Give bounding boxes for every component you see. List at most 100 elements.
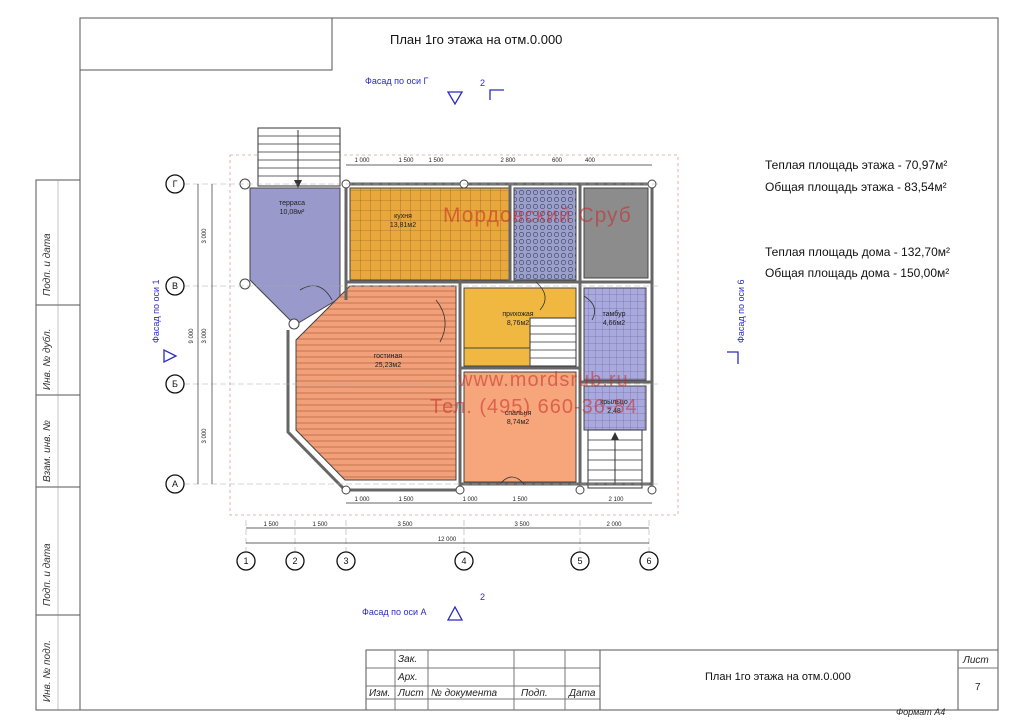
page-title: План 1го этажа на отм.0.000 [390, 32, 563, 47]
dim: 1 500 [512, 497, 528, 503]
room-utility [583, 187, 649, 279]
tb-row-arch: Арх. [398, 672, 418, 683]
room-name: спальня [505, 410, 532, 417]
room-area: 10,08м² [280, 209, 305, 216]
axis-row-g: Г [173, 179, 178, 189]
room-porch [583, 385, 647, 431]
dim: 1 000 [354, 158, 370, 164]
axis-row-v: В [172, 281, 178, 291]
room-name: крыльцо [600, 399, 628, 406]
room-name: терраса [279, 200, 305, 207]
axis-label: 1 [243, 556, 248, 566]
tb-sheet-label: Лист [963, 655, 989, 666]
terrace-stairs [257, 127, 341, 187]
axis-label: 5 [577, 556, 582, 566]
axis-label: 6 [646, 556, 651, 566]
dim-top-2: 1 500 [398, 158, 414, 164]
dim: 1 500 [428, 158, 444, 164]
dim: 2 100 [608, 497, 624, 503]
area-hall: 8,76м2 [507, 320, 529, 327]
room-area: 8,74м2 [507, 419, 529, 426]
dim-top-1: 1 000 [354, 158, 370, 164]
dim: 3 000 [202, 228, 208, 244]
dim: 600 [552, 158, 563, 164]
dim: 3 000 [202, 428, 208, 444]
house-total-area: Общая площадь дома - 150,00м² [765, 266, 950, 280]
house-warm-area: Теплая площадь дома - 132,70м² [765, 245, 950, 259]
label-living: гостиная [374, 353, 403, 360]
room-area: 4,66м2 [603, 320, 625, 327]
dim: 1 500 [398, 158, 414, 164]
axis-col-6: 6 [646, 556, 651, 566]
tb-format: Формат А4 [896, 707, 946, 717]
room-area: 13,81м2 [390, 222, 416, 229]
area-kitchen: 13,81м2 [390, 222, 416, 229]
dim-inner-5: 2 100 [608, 497, 624, 503]
room-area: 2,48 [607, 408, 621, 415]
room-kitchen [349, 187, 511, 281]
dim: 1 000 [462, 497, 478, 503]
dim: 9 000 [189, 328, 195, 344]
room-vestibule [583, 287, 647, 381]
tb-row-zak: Зак. [398, 654, 418, 665]
label-porch: крыльцо [600, 399, 628, 406]
area-living: 25,23м2 [375, 362, 401, 369]
dim: 3 500 [397, 522, 413, 528]
dim-inner-4: 1 500 [512, 497, 528, 503]
facade-g-arrow [446, 91, 464, 106]
dim: 1 500 [398, 497, 414, 503]
dim-bot-2: 1 500 [312, 522, 328, 528]
dim: 2 000 [606, 522, 622, 528]
label-vestibule: тамбур [603, 310, 626, 318]
axis-label: А [172, 479, 178, 489]
axis-row-a: А [172, 479, 178, 489]
dim-top-5: 600 [552, 158, 563, 164]
label-kitchen: кухня [394, 213, 412, 220]
area-vestibule: 4,66м2 [603, 320, 625, 327]
watermark-name: Мордовский Сруб [443, 204, 632, 227]
watermark-site: www.mordsrub.ru [458, 369, 629, 391]
dim-top-6: 400 [585, 158, 596, 164]
dim: 400 [585, 158, 596, 164]
room-name: кухня [394, 213, 412, 220]
label-hall: прихожая [502, 311, 533, 318]
dim: 1 000 [354, 497, 370, 503]
room-area: 8,76м2 [507, 320, 529, 327]
floor-total-area: Общая площадь этажа - 83,54м² [765, 180, 947, 194]
axis-col-1: 1 [243, 556, 248, 566]
room-bedroom [463, 371, 577, 483]
axis-col-3: 3 [343, 556, 348, 566]
tb-title: План 1го этажа на отм.0.000 [705, 671, 851, 683]
axis-label: В [172, 281, 178, 291]
room-bath-tiled [513, 187, 577, 281]
dim-left-1: 3 000 [202, 228, 208, 244]
dim-top-4: 2 800 [500, 158, 516, 164]
facade-g-mark: 2 [480, 78, 486, 88]
dim: 2 800 [500, 158, 516, 164]
label-terrace: терраса [279, 200, 305, 207]
dim-bot-4: 3 500 [514, 522, 530, 528]
dim-inner-3: 1 000 [462, 497, 478, 503]
room-name: гостиная [374, 353, 403, 360]
facade-6-cut [727, 351, 739, 364]
area-terrace: 10,08м² [280, 209, 305, 216]
tb-sheet-number: 7 [975, 682, 981, 693]
tb-head-doc: № документа [431, 688, 498, 699]
room-area: 25,23м2 [375, 362, 401, 369]
tb-head-izm: Изм. [369, 688, 391, 699]
axis-row-b: Б [172, 379, 178, 389]
room-living [295, 285, 457, 481]
dim: 1 500 [312, 522, 328, 528]
label-bedroom: спальня [505, 410, 532, 417]
dim-bot-3: 3 500 [397, 522, 413, 528]
dim-inner-1: 1 000 [354, 497, 370, 503]
watermark-phone: Тел. (495) 660-36-84 [430, 396, 638, 418]
dim: 12 000 [438, 537, 457, 543]
dim: 3 000 [202, 328, 208, 344]
facade-a-label: Фасад по оси А [362, 607, 427, 617]
tb-head-date: Дата [569, 688, 596, 699]
axis-label: 3 [343, 556, 348, 566]
facade-a-mark: 2 [480, 592, 486, 602]
